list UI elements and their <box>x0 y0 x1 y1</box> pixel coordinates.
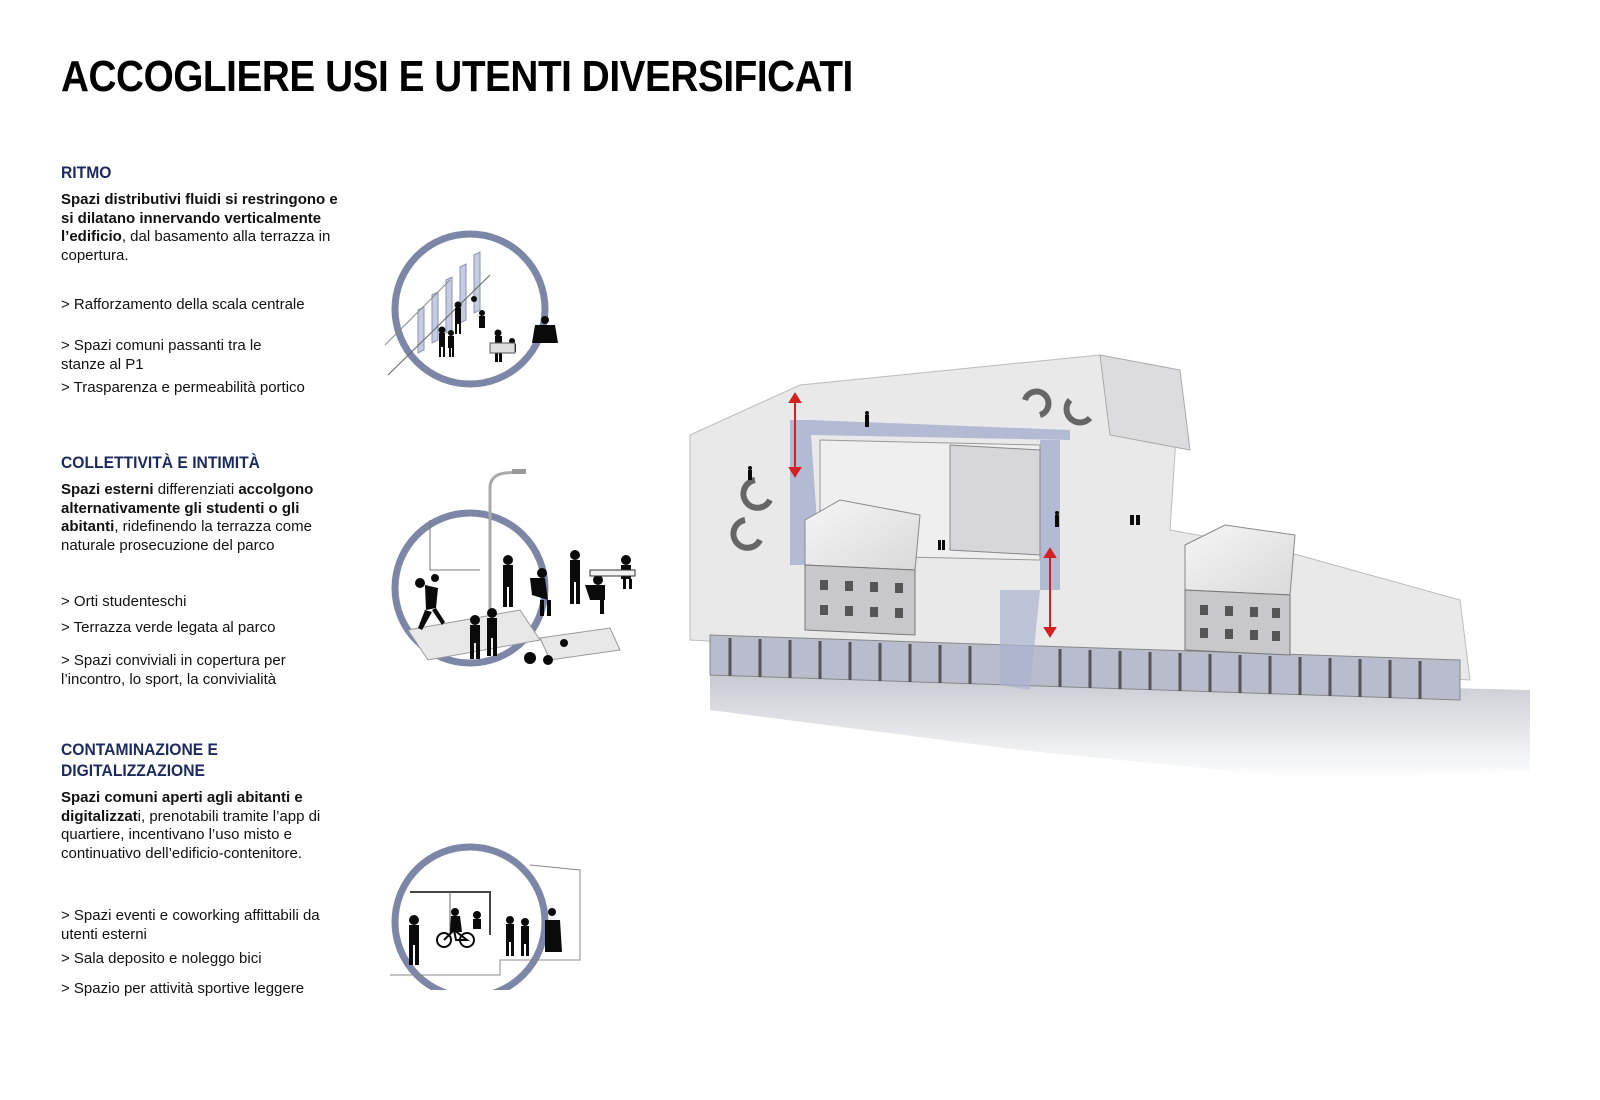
bold-text: accolgono alternativamente gli studenti … <box>61 481 314 535</box>
section-heading: COLLETTIVITÀ E INTIMITÀ <box>61 453 260 472</box>
section-contaminazione: CONTAMINAZIONE E DIGITALIZZAZIONE Spazi … <box>61 739 361 1009</box>
section-collettivita: COLLETTIVITÀ E INTIMITÀ Spazi esterni di… <box>61 452 361 702</box>
plain-text: , ridefinendo la terrazza come naturale … <box>61 518 312 554</box>
section-description: Spazi comuni aperti agli abitanti e digi… <box>61 789 331 863</box>
bullet-item: > Spazio per attività sportive leggere <box>61 980 305 997</box>
section-description: Spazi distributivi fluidi si restringono… <box>61 191 346 265</box>
page-title: ACCOGLIERE USI E UTENTI DIVERSIFICATI <box>61 52 853 101</box>
bullet-item: > Sala deposito e noleggo bici <box>61 950 262 967</box>
bullet-item: > Terrazza verde legata al parco <box>61 619 276 636</box>
plain-text: differenziati <box>153 481 239 498</box>
bullet-item: > Trasparenza e permeabilità portico <box>61 379 305 396</box>
building-axonometric-illustration <box>689 354 1530 780</box>
bullet-item: > Spazi comuni passanti tra le stanze al… <box>61 337 262 373</box>
bold-text: Spazi comuni aperti agli abitanti e digi… <box>61 789 303 825</box>
bike-coworking-people-illustration <box>390 843 581 990</box>
bullet-item: > Rafforzamento della scala centrale <box>61 296 305 313</box>
bullet-item: > Spazi conviviali in copertura per l’in… <box>61 652 286 688</box>
section-description: Spazi esterni differenziati accolgono al… <box>61 481 346 555</box>
plain-text: i, prenotabili tramite l’app di quartier… <box>61 807 321 862</box>
arcade-columns <box>728 638 1422 699</box>
section-ritmo: RITMO Spazi distributivi fluidi si restr… <box>61 162 361 412</box>
bold-text: Spazi distributivi fluidi si restringono… <box>61 191 338 245</box>
bold-text: Spazi esterni <box>61 481 154 498</box>
section-heading: CONTAMINAZIONE E DIGITALIZZAZIONE <box>61 740 218 780</box>
park-sport-people-illustration <box>391 469 636 667</box>
plain-text: , dal basamento alla terrazza in copertu… <box>61 228 331 264</box>
section-heading: RITMO <box>61 163 112 182</box>
bullet-item: > Spazi eventi e coworking affittabili d… <box>61 907 320 943</box>
stair-people-illustration <box>384 230 558 388</box>
bullet-item: > Orti studenteschi <box>61 593 187 610</box>
